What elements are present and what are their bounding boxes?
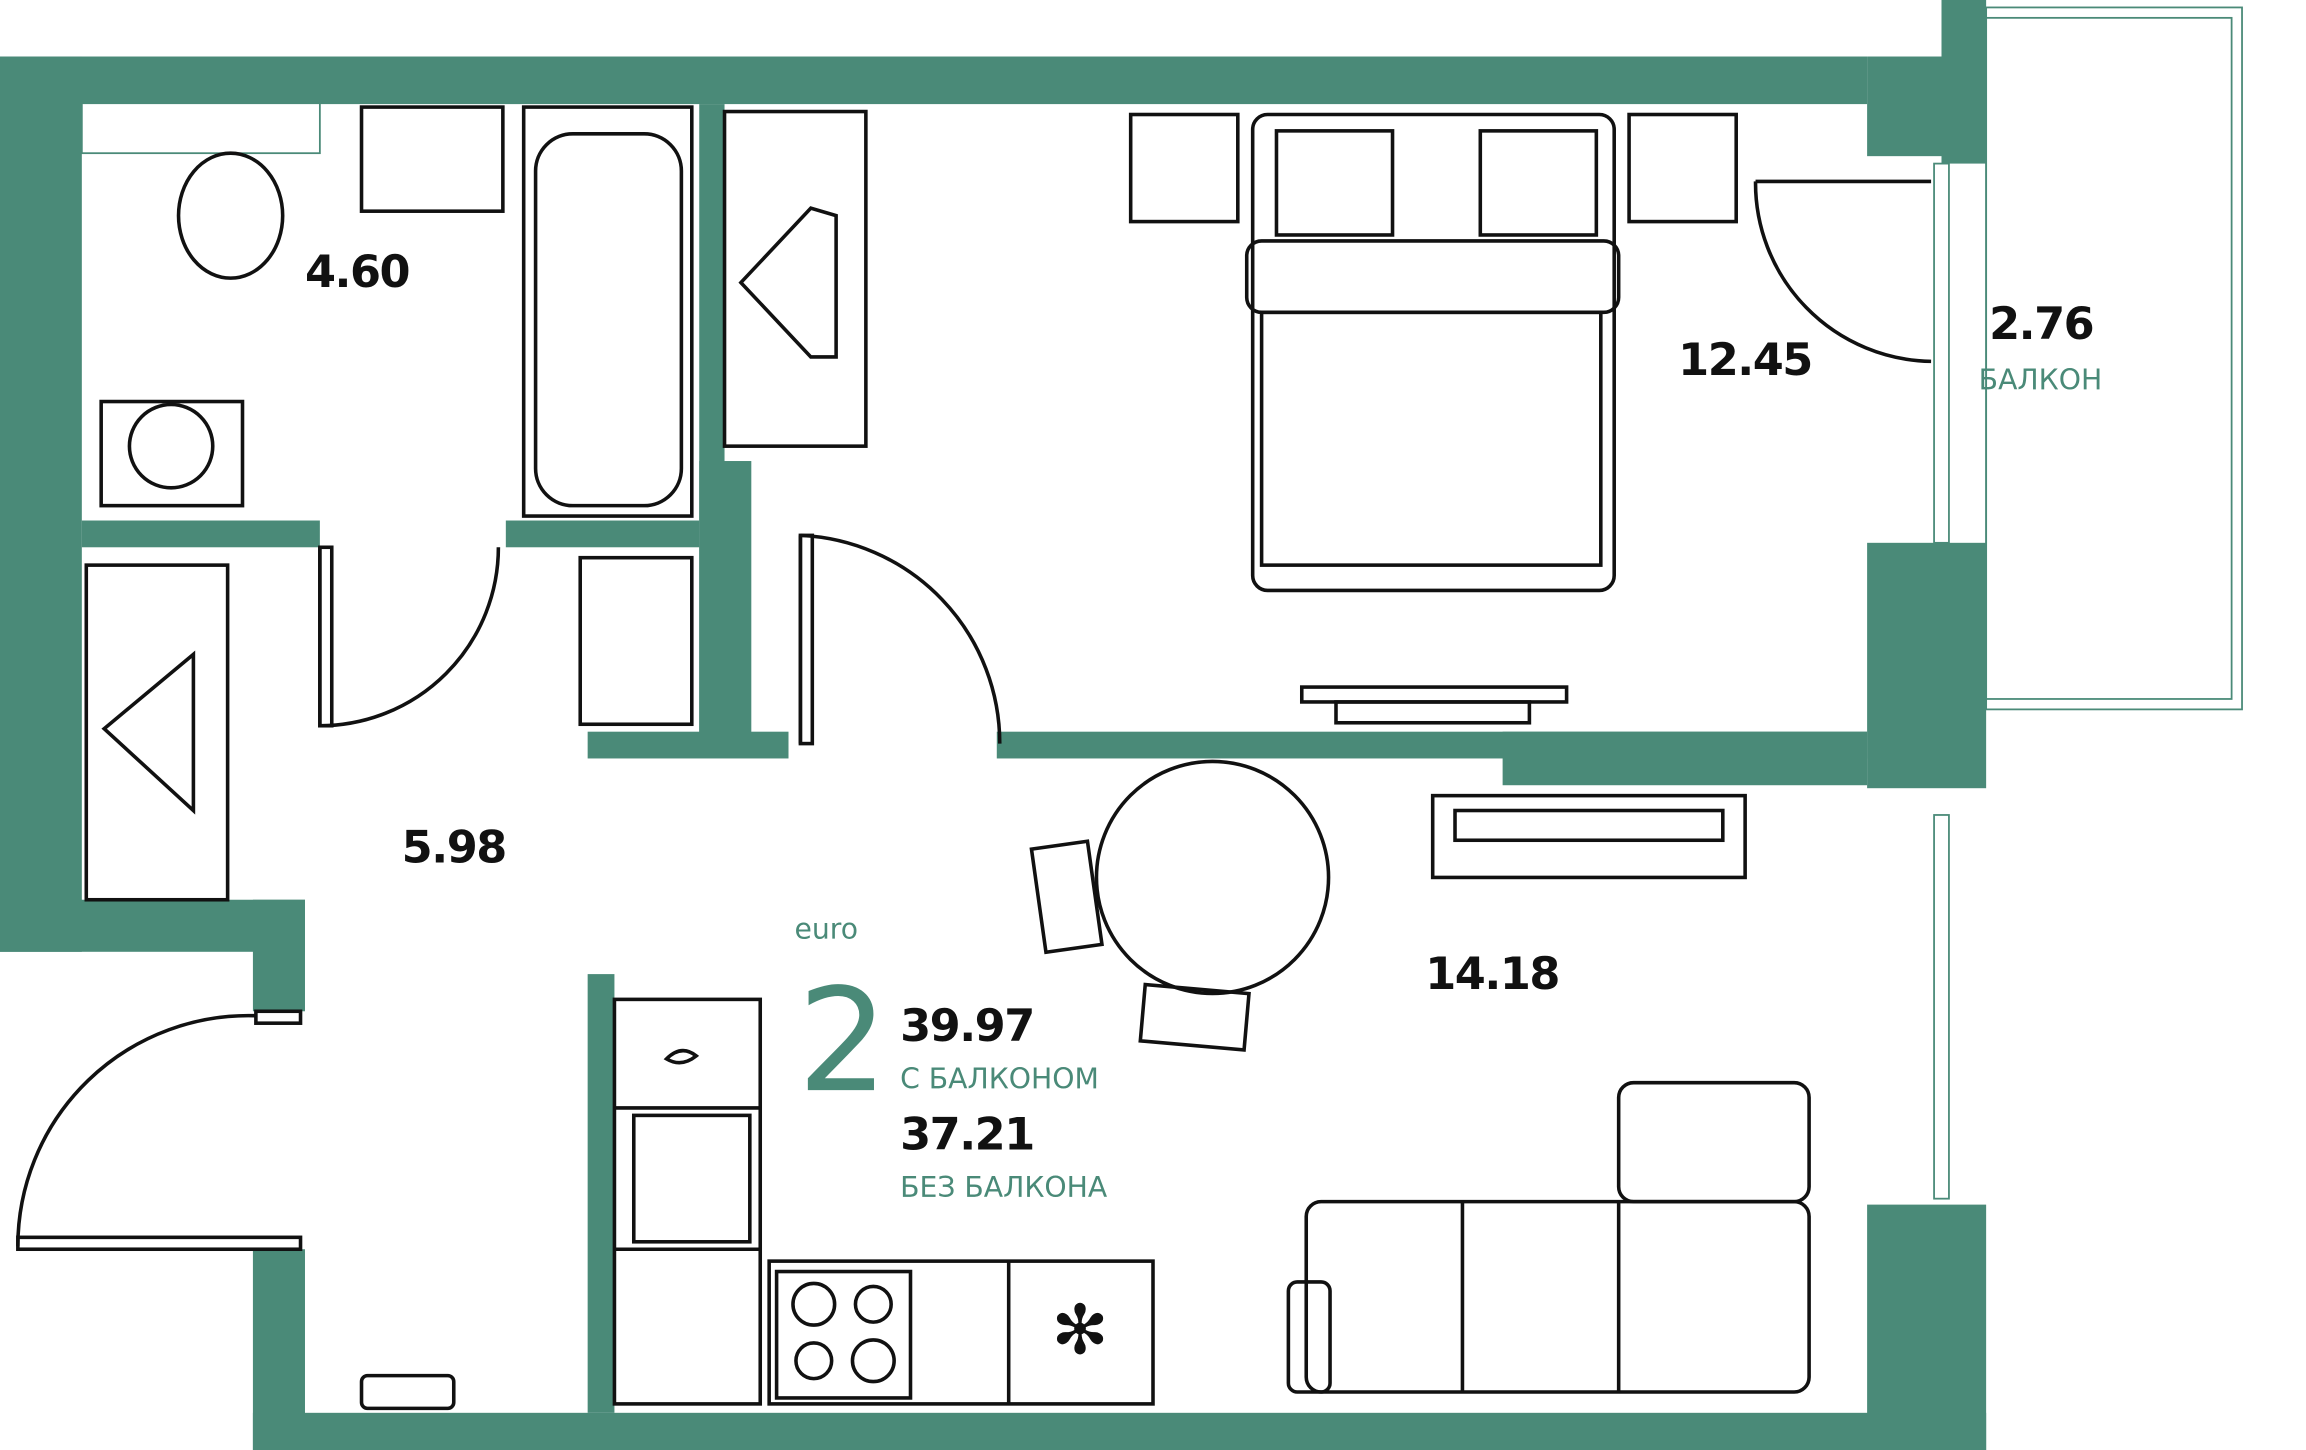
rooms-count: 2 [797, 957, 888, 1124]
apartment-type: euro [794, 912, 858, 945]
without-balcony-label: БЕЗ БАЛКОНА [900, 1171, 1108, 1204]
area-bedroom: 12.45 [1678, 334, 1812, 386]
apartment-summary: euro 2 39.97 С БАЛКОНОМ 37.21 БЕЗ БАЛКОН… [794, 912, 1107, 1204]
area-living: 14.18 [1425, 948, 1559, 1000]
area-hall: 5.98 [402, 822, 506, 874]
doors [16, 179, 1932, 1252]
balcony-outline [80, 6, 2243, 1200]
with-balcony-label: С БАЛКОНОМ [900, 1063, 1099, 1096]
area-with-balcony: 39.97 [900, 1000, 1034, 1052]
area-without-balcony: 37.21 [900, 1109, 1034, 1161]
area-balcony: 2.76 [1989, 298, 2093, 350]
svg-text:✻: ✻ [1051, 1290, 1108, 1370]
walls [0, 0, 1987, 1450]
room-labels: 4.60 5.98 12.45 14.18 2.76 БАЛКОН [305, 246, 2102, 1000]
furniture: ✻ [84, 105, 1811, 1411]
balcony-label: БАЛКОН [1979, 364, 2103, 397]
area-bathroom: 4.60 [305, 246, 409, 298]
